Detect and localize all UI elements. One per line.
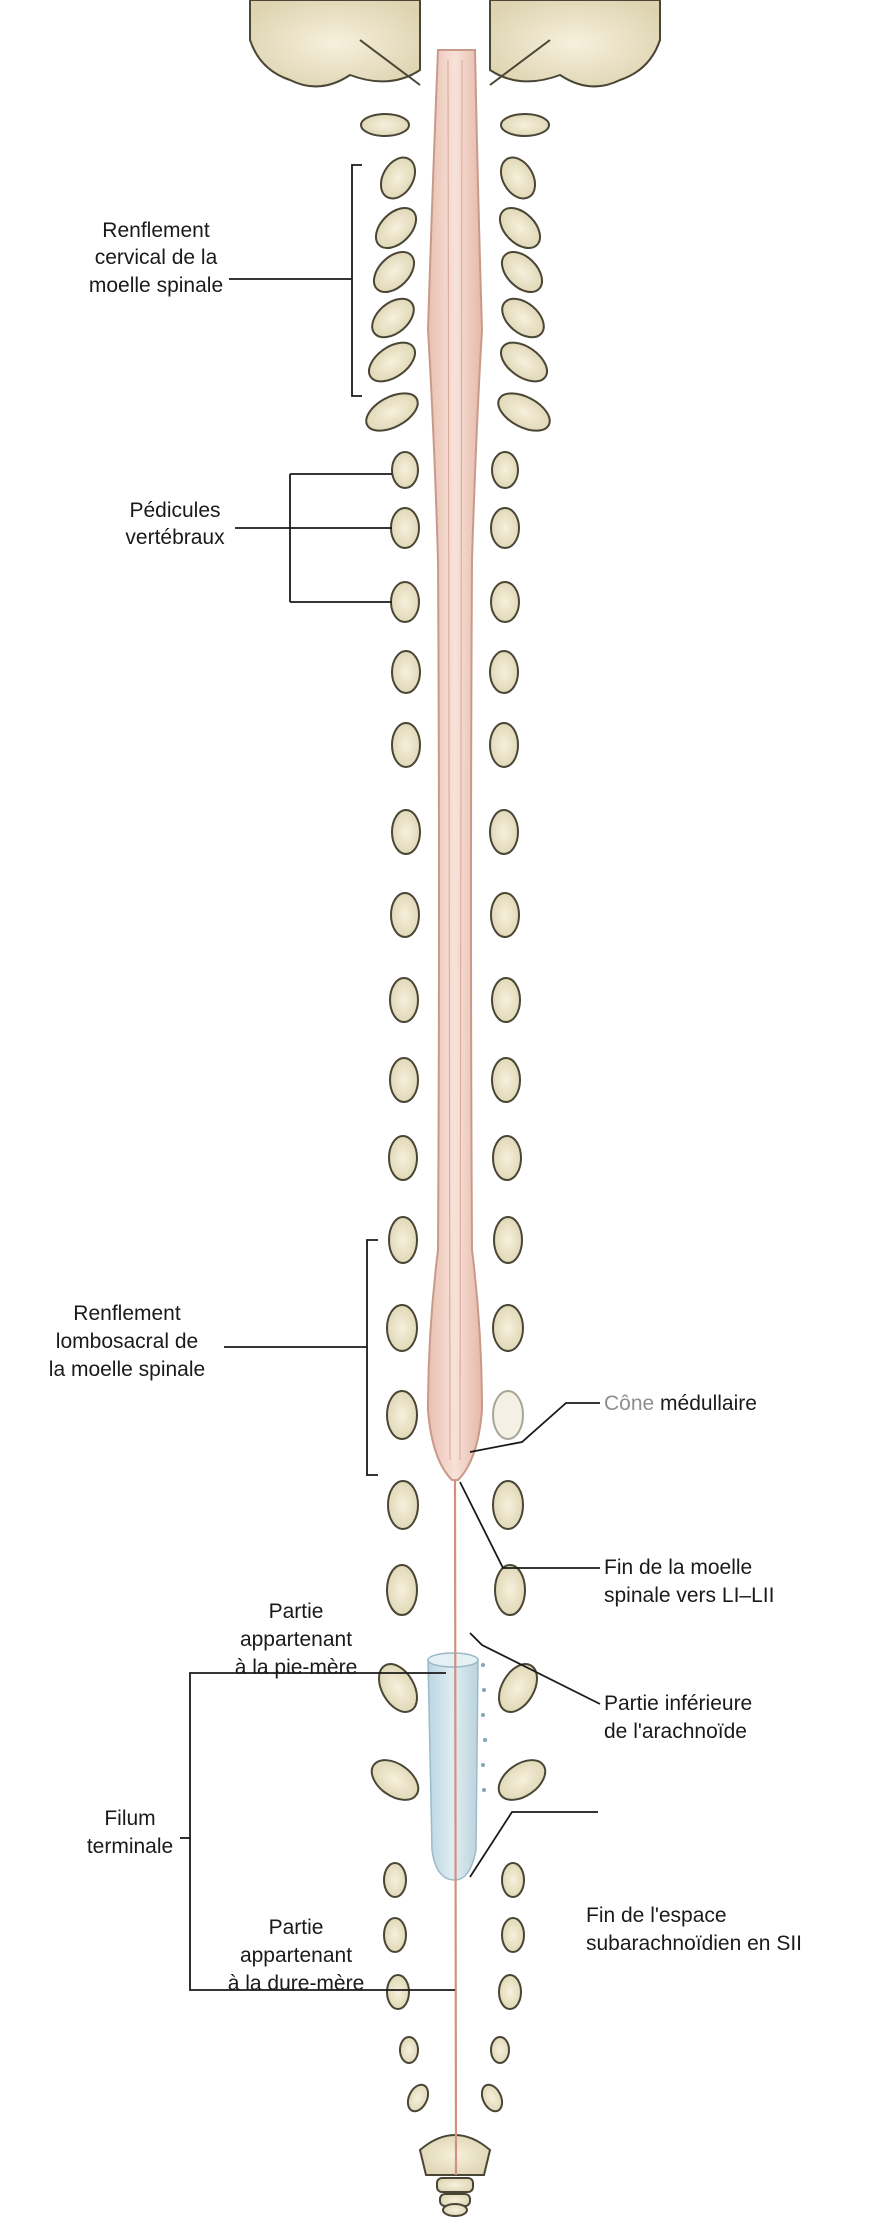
spinal-cord bbox=[428, 50, 482, 1480]
label-fin-moelle: Fin de la moelle spinale vers LI–LII bbox=[604, 1556, 774, 1607]
label-line: terminale bbox=[87, 1835, 173, 1858]
label-part: médullaire bbox=[660, 1392, 757, 1415]
label-fin-espace-subarachnoidien: Fin de l'espace subarachnoïdien en SII bbox=[586, 1904, 802, 1955]
label-partie-pie-mere: Partie appartenant à la pie-mère bbox=[235, 1600, 358, 1679]
label-line: à la dure-mère bbox=[228, 1972, 365, 1995]
label-pedicules: Pédicules vertébraux bbox=[125, 499, 225, 549]
label-line: appartenant bbox=[240, 1628, 352, 1651]
label-line: Renflement bbox=[102, 219, 210, 242]
label-line: Renflement bbox=[73, 1302, 181, 1325]
label-line: à la pie-mère bbox=[235, 1656, 358, 1679]
label-line: Partie bbox=[269, 1916, 324, 1939]
label-partie-dure-mere: Partie appartenant à la dure-mère bbox=[228, 1916, 365, 1995]
label-line: Fin de la moelle bbox=[604, 1556, 752, 1579]
label-part: Cône bbox=[604, 1392, 654, 1415]
label-line: vertébraux bbox=[125, 526, 225, 549]
label-line: appartenant bbox=[240, 1944, 352, 1967]
label-line: Pédicules bbox=[129, 499, 220, 522]
label-line: Fin de l'espace bbox=[586, 1904, 727, 1927]
label-cone-medullaire: Cône médullaire bbox=[604, 1392, 757, 1415]
label-line: spinale vers LI–LII bbox=[604, 1584, 774, 1607]
label-line: cervical de la bbox=[95, 246, 218, 269]
label-line: Partie bbox=[269, 1600, 324, 1623]
label-line: lombosacral de bbox=[56, 1330, 198, 1353]
label-filum-terminale: Filum terminale bbox=[87, 1807, 173, 1858]
label-renflement-lombosacral: Renflement lombosacral de la moelle spin… bbox=[49, 1302, 205, 1381]
label-renflement-cervical: Renflement cervical de la moelle spinale bbox=[89, 219, 223, 297]
label-line: moelle spinale bbox=[89, 274, 223, 297]
label-line: subarachnoïdien en SII bbox=[586, 1932, 802, 1955]
arachnoid-sac bbox=[428, 1660, 478, 1880]
label-partie-inferieure-arachnoide: Partie inférieure de l'arachnoïde bbox=[604, 1692, 752, 1743]
label-line: Filum bbox=[104, 1807, 155, 1830]
label-line: de l'arachnoïde bbox=[604, 1720, 747, 1743]
label-line: Partie inférieure bbox=[604, 1692, 752, 1715]
arachnoid-dots bbox=[481, 1663, 487, 1792]
label-line: la moelle spinale bbox=[49, 1358, 205, 1381]
filum-terminale-strand bbox=[455, 1480, 456, 2175]
